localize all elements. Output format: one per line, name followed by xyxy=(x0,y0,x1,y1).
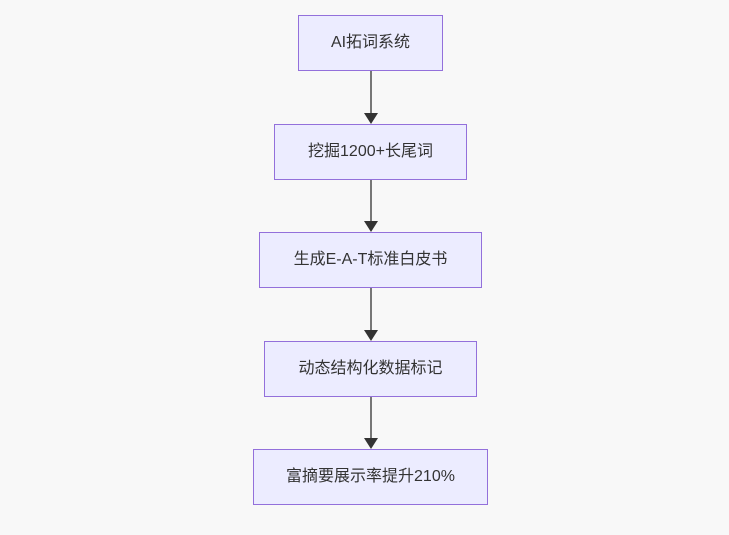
arrow-line xyxy=(369,180,372,223)
arrow-line xyxy=(369,71,372,115)
flow-node-rich-snippet-rate-increase: 富摘要展示率提升210% xyxy=(253,449,488,505)
flow-node-generate-eat-whitepaper: 生成E-A-T标准白皮书 xyxy=(259,232,482,288)
flow-node-label: AI拓词系统 xyxy=(330,34,411,52)
flow-node-label: 生成E-A-T标准白皮书 xyxy=(293,251,448,269)
arrow-line xyxy=(369,397,372,440)
arrow-line xyxy=(369,288,372,332)
flow-node-dynamic-structured-data-markup: 动态结构化数据标记 xyxy=(264,341,477,397)
flow-node-ai-word-expansion-system: AI拓词系统 xyxy=(298,15,443,71)
flow-arrow-3-to-4 xyxy=(363,288,378,341)
arrowhead-down-icon xyxy=(363,221,378,232)
flow-arrow-2-to-3 xyxy=(363,180,378,232)
flow-node-mine-longtail-keywords: 挖掘1200+长尾词 xyxy=(274,124,467,180)
arrowhead-down-icon xyxy=(363,330,378,341)
flow-node-label: 动态结构化数据标记 xyxy=(298,360,443,378)
flow-node-label: 挖掘1200+长尾词 xyxy=(308,143,433,161)
arrowhead-down-icon xyxy=(363,438,378,449)
flow-arrow-1-to-2 xyxy=(363,71,378,124)
flow-arrow-4-to-5 xyxy=(363,397,378,449)
arrowhead-down-icon xyxy=(363,113,378,124)
flow-node-label: 富摘要展示率提升210% xyxy=(286,468,455,486)
